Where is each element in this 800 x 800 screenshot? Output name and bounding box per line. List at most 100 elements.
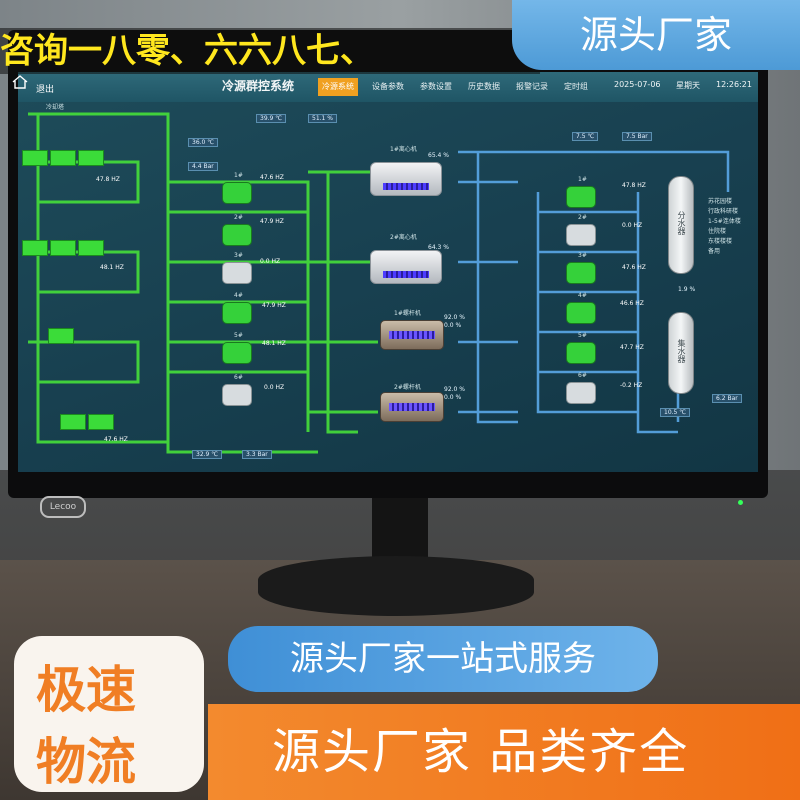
cw-pump-2-hz: 47.9 HZ [260, 218, 284, 225]
cooling-tower[interactable] [50, 240, 76, 256]
chw-pump-4-name: 4# [578, 292, 587, 299]
cw-return-pressure: 3.3 Bar [242, 450, 272, 459]
cw-pump-2[interactable] [222, 224, 252, 246]
return-header-vessel[interactable]: 集水器 [668, 312, 694, 394]
screw-chiller-2[interactable] [380, 392, 444, 422]
cw-return-temp: 32.9 ℃ [192, 450, 223, 459]
cooling-tower[interactable] [60, 414, 86, 430]
chiller-1-load: 65.4 % [428, 152, 449, 159]
cooling-tower[interactable] [22, 150, 48, 166]
chw-pump-5-hz: 47.7 HZ [620, 344, 644, 351]
system-title: 冷源群控系统 [222, 79, 295, 93]
screen-date: 2025-07-06 [614, 80, 661, 89]
fast-logistics-line-2: 物流 [36, 733, 136, 791]
centrifugal-chiller-2[interactable] [370, 250, 442, 284]
cw-pump-5-hz: 48.1 HZ [262, 340, 286, 347]
branch-item: 苏花园楼 [708, 198, 733, 205]
cw-supply-pressure: 4.4 Bar [188, 162, 218, 171]
cooling-tower[interactable] [78, 240, 104, 256]
bottom-banner [208, 704, 800, 800]
cw-pump-4-name: 4# [234, 292, 243, 299]
chiller-1-name: 1#离心机 [390, 146, 417, 153]
chw-supply-pressure: 7.5 Bar [622, 132, 652, 141]
chiller-2-name: 2#离心机 [390, 234, 417, 241]
chw-pump-4-hz: 46.6 HZ [620, 300, 644, 307]
cw-pump-6-hz: 0.0 HZ [264, 384, 285, 391]
cw-pump-1[interactable] [222, 182, 252, 204]
supply-header-label: 分水器 [677, 211, 686, 235]
cw-pump-6-name: 6# [234, 374, 243, 381]
return-header-label: 集水器 [677, 339, 686, 363]
screw-chiller-1[interactable] [380, 320, 444, 350]
tab-history[interactable]: 历史数据 [468, 82, 500, 91]
monitor-base [258, 556, 534, 616]
chw-pump-1[interactable] [566, 186, 596, 208]
tab-alarms[interactable]: 报警记录 [516, 82, 548, 91]
outdoor-temp: 39.9 ℃ [256, 114, 287, 123]
chw-pump-3[interactable] [566, 262, 596, 284]
cooling-tower-label: 冷却塔 [46, 104, 65, 111]
chw-return-temp: 10.5 ℃ [660, 408, 691, 417]
chw-pump-6-hz: -0.2 HZ [620, 382, 643, 389]
tab-timer-groups[interactable]: 定时组 [564, 82, 588, 91]
cw-supply-temp: 36.0 ℃ [188, 138, 219, 147]
branch-item: 东楼楼楼 [708, 238, 733, 245]
chw-pump-5-name: 5# [578, 332, 587, 339]
cw-pump-6[interactable] [222, 384, 252, 406]
tower-frequency: 47.8 HZ [96, 176, 120, 183]
chiller-2-load: 64.3 % [428, 244, 449, 251]
cw-pump-4-hz: 47.9 HZ [262, 302, 286, 309]
bottom-banner-text: 源头厂家 品类齐全 [272, 724, 690, 780]
power-led-icon [738, 500, 743, 505]
fast-logistics-box [14, 636, 204, 792]
bypass-valve-opening: 1.9 % [678, 286, 696, 293]
cw-pump-1-name: 1# [234, 172, 243, 179]
chw-pump-4[interactable] [566, 302, 596, 324]
monitor-logo: Lecoo [40, 496, 86, 518]
screen-header [18, 72, 758, 102]
cw-pump-5-name: 5# [234, 332, 243, 339]
one-stop-service-banner: 源头厂家一站式服务 [228, 626, 658, 692]
cooling-tower[interactable] [88, 414, 114, 430]
exit-button[interactable]: 退出 [36, 85, 55, 95]
cw-pump-3-name: 3# [234, 252, 243, 259]
screw-chiller-1-load: 92.0 % [444, 314, 465, 321]
outdoor-humidity: 51.1 % [308, 114, 337, 123]
screw-chiller-1-load2: 0.0 % [444, 322, 462, 329]
chw-pump-1-name: 1# [578, 176, 587, 183]
screw-chiller-2-load: 92.0 % [444, 386, 465, 393]
cooling-tower[interactable] [48, 328, 74, 344]
source-factory-badge: 源头厂家 [512, 0, 800, 70]
chw-pump-3-hz: 47.6 HZ [622, 264, 646, 271]
tower-frequency: 47.6 HZ [104, 436, 128, 443]
cw-pump-1-hz: 47.6 HZ [260, 174, 284, 181]
chw-pump-3-name: 3# [578, 252, 587, 259]
cw-pump-5[interactable] [222, 342, 252, 364]
home-icon[interactable] [12, 75, 28, 89]
cw-pump-3[interactable] [222, 262, 252, 284]
chw-pump-2[interactable] [566, 224, 596, 246]
chw-return-pressure: 6.2 Bar [712, 394, 742, 403]
tab-equipment-params[interactable]: 设备参数 [372, 82, 404, 91]
screen-time: 12:26:21 [716, 80, 752, 89]
centrifugal-chiller-1[interactable] [370, 162, 442, 196]
screw-chiller-2-load2: 0.0 % [444, 394, 462, 401]
cw-pump-2-name: 2# [234, 214, 243, 221]
cw-pump-4[interactable] [222, 302, 252, 324]
chw-pump-6[interactable] [566, 382, 596, 404]
branch-item: 备用 [708, 248, 721, 255]
tab-param-settings[interactable]: 参数设置 [420, 82, 452, 91]
cw-pump-3-hz: 0.0 HZ [260, 258, 281, 265]
branch-item: 行政科研楼 [708, 208, 739, 215]
cooling-tower[interactable] [78, 150, 104, 166]
tab-cooling-system[interactable]: 冷源系统 [318, 78, 358, 96]
branch-item: 1-5#连体楼 [708, 218, 741, 225]
supply-header-vessel[interactable]: 分水器 [668, 176, 694, 274]
screw-chiller-1-name: 1#螺杆机 [394, 310, 421, 317]
cooling-tower[interactable] [50, 150, 76, 166]
chw-pump-1-hz: 47.8 HZ [622, 182, 646, 189]
cooling-tower[interactable] [22, 240, 48, 256]
branch-item: 住院楼 [708, 228, 727, 235]
chw-pump-5[interactable] [566, 342, 596, 364]
tower-frequency: 48.1 HZ [100, 264, 124, 271]
